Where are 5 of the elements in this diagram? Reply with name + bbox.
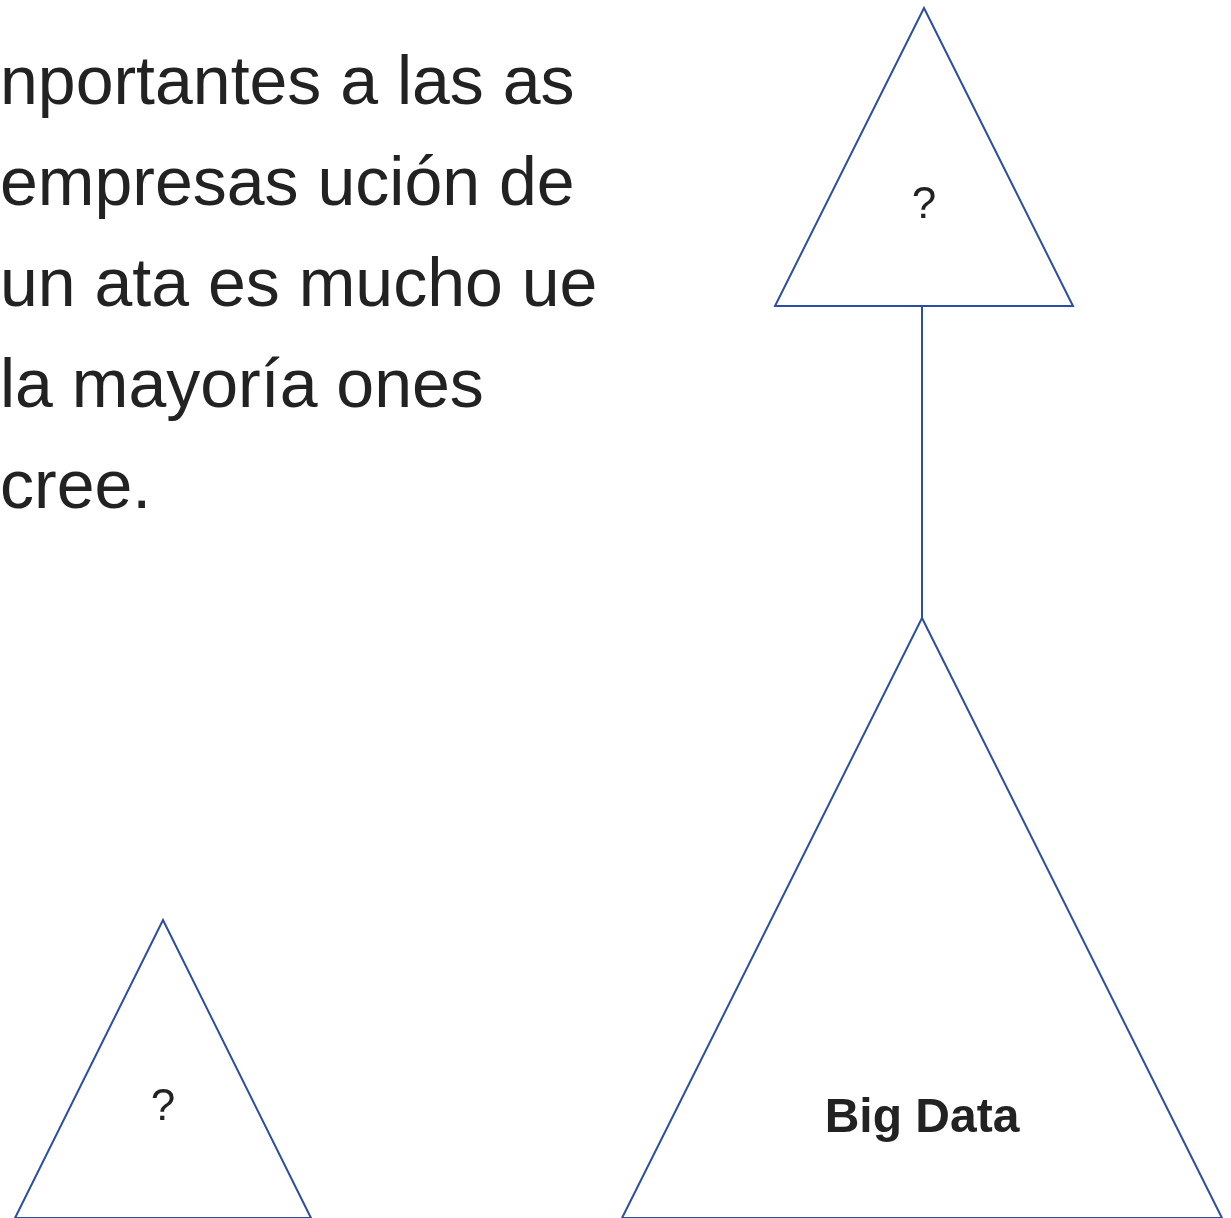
node-label: ? [910, 178, 938, 228]
paragraph-text: nportantes a las as empresas ución de un ata es mucho ue la mayoría ones cree. [0, 41, 599, 524]
connector-line [921, 305, 923, 619]
node-label: ? [149, 1080, 177, 1130]
node-label: Big Data [823, 1088, 1021, 1143]
